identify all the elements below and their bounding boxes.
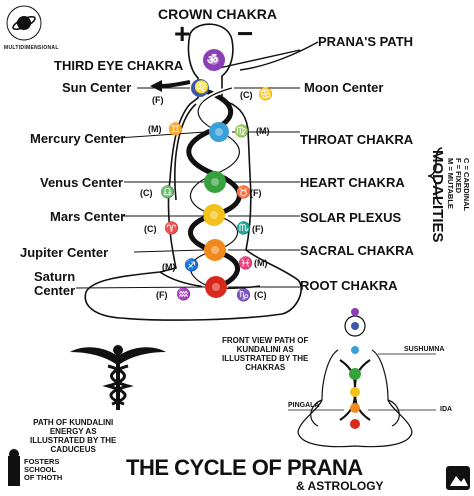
sun-center-label: Sun Center bbox=[62, 80, 132, 95]
saturn-center-mod: (F) bbox=[156, 290, 168, 300]
throat-chakra-label: THROAT CHAKRA bbox=[300, 132, 414, 147]
minus-sign: − bbox=[237, 18, 254, 49]
solar-glyph: ♏ bbox=[236, 221, 251, 235]
venus-center-mod: (C) bbox=[140, 188, 153, 198]
modality-cardinal: C = CARDINAL bbox=[462, 158, 471, 212]
pranas-path-label: PRANA'S PATH bbox=[318, 34, 414, 49]
image-icon[interactable] bbox=[446, 466, 470, 490]
pingala-label: PINGALA bbox=[288, 402, 320, 409]
crown-glyph: ॐ bbox=[207, 53, 218, 67]
logo-icon bbox=[6, 5, 42, 41]
mars-center-glyph: ♈ bbox=[164, 221, 179, 235]
sushumna-label: SUSHUMNA bbox=[404, 346, 445, 353]
front-view-line-1: FRONT VIEW PATH OF bbox=[222, 336, 309, 345]
main-title: THE CYCLE OF PRANA bbox=[126, 455, 363, 480]
venus-center-label: Venus Center bbox=[40, 175, 124, 190]
thoth-logo-icon bbox=[8, 449, 20, 486]
brace-icon bbox=[427, 147, 443, 205]
caduceus-caption: PATH OF KUNDALINI ENERGY AS ILLUSTRATED … bbox=[30, 418, 116, 454]
ida-label: IDA bbox=[440, 406, 453, 413]
logo-text: MULTIDIMENSIONAL bbox=[4, 45, 59, 51]
school-line-1: FOSTERS bbox=[24, 457, 60, 466]
sun-center-mod: (F) bbox=[152, 95, 164, 105]
root-mod: (C) bbox=[254, 290, 267, 300]
mercury-center-mod: (M) bbox=[148, 124, 162, 134]
saturn-center-name: Saturn Center bbox=[34, 269, 76, 298]
solar-mod: (F) bbox=[252, 224, 264, 234]
crown-chakra-icon bbox=[203, 49, 225, 71]
venus-center-glyph: ♎ bbox=[160, 185, 175, 199]
throat-mod: (M) bbox=[256, 126, 270, 136]
solar-plexus-label: SOLAR PLEXUS bbox=[300, 210, 402, 225]
sacral-chakra-icon bbox=[204, 239, 226, 261]
heart-mod: (F) bbox=[250, 188, 262, 198]
caduceus-line-1: PATH OF KUNDALINI bbox=[33, 418, 114, 427]
throat-chakra-icon bbox=[209, 122, 229, 142]
chakras bbox=[191, 49, 229, 298]
caduceus-line-2: ENERGY AS bbox=[49, 427, 97, 436]
modality-mutable: M = MUTABLE bbox=[446, 158, 455, 209]
mars-center-label: Mars Center bbox=[50, 209, 126, 224]
modalities-title: MODALITIES bbox=[429, 150, 446, 243]
arrow-left-icon bbox=[150, 80, 162, 92]
crown-chakra-label: CROWN CHAKRA bbox=[158, 6, 277, 22]
front-view-line-3: ILLUSTRATED BY THE bbox=[222, 354, 309, 363]
jupiter-center-label: Jupiter Center bbox=[20, 245, 109, 260]
leader-lines bbox=[75, 87, 300, 289]
jupiter-center-mod: (M) bbox=[162, 262, 176, 272]
mercury-center-glyph: ♊ bbox=[168, 122, 183, 136]
modality-fixed: F = FIXED bbox=[454, 158, 463, 194]
front-view-figure bbox=[288, 315, 436, 448]
root-chakra-icon bbox=[205, 276, 227, 298]
moon-center-mod: (C) bbox=[240, 90, 253, 100]
saturn-center-label: Saturn Center bbox=[34, 270, 80, 298]
saturn-center-glyph: ♒ bbox=[176, 287, 191, 301]
throat-glyph: ♍ bbox=[234, 124, 249, 138]
modalities-list: C = CARDINAL F = FIXED M = MUTABLE bbox=[446, 158, 471, 212]
heart-chakra-icon bbox=[204, 171, 226, 193]
moon-center-glyph: ♋ bbox=[258, 87, 273, 101]
moon-center-label: Moon Center bbox=[304, 80, 384, 95]
heart-glyph: ♉ bbox=[236, 185, 251, 199]
heart-chakra-label: HEART CHAKRA bbox=[300, 175, 405, 190]
third-eye-chakra-icon bbox=[191, 79, 209, 97]
caduceus-icon bbox=[70, 345, 166, 410]
mercury-center-label: Mercury Center bbox=[30, 131, 126, 146]
sacral-glyph: ♓ bbox=[238, 256, 253, 270]
school-name: FOSTERS SCHOOL OF THOTH bbox=[24, 458, 62, 482]
front-view-line-4: CHAKRAS bbox=[245, 363, 286, 372]
root-chakra-label: ROOT CHAKRA bbox=[300, 278, 398, 293]
solar-plexus-icon bbox=[203, 204, 225, 226]
pranas-path bbox=[209, 41, 319, 71]
school-line-3: OF THOTH bbox=[24, 473, 63, 482]
school-line-2: SCHOOL bbox=[24, 465, 57, 474]
front-view-line-2: KUNDALINI AS bbox=[236, 345, 294, 354]
front-view-chakras bbox=[349, 308, 361, 429]
root-glyph: ♑ bbox=[236, 288, 251, 302]
mars-center-mod: (C) bbox=[144, 224, 157, 234]
caduceus-line-3: ILLUSTRATED BY THE bbox=[30, 436, 117, 445]
third-eye-label: THIRD EYE CHAKRA bbox=[54, 58, 184, 73]
sacral-chakra-label: SACRAL CHAKRA bbox=[300, 243, 414, 258]
jupiter-center-glyph: ♐ bbox=[184, 258, 199, 272]
sun-center-glyph: ♌ bbox=[194, 80, 209, 94]
main-subtitle: & ASTROLOGY bbox=[296, 479, 384, 493]
front-view-caption: FRONT VIEW PATH OF KUNDALINI AS ILLUSTRA… bbox=[222, 336, 308, 372]
caduceus-line-4: CADUCEUS bbox=[50, 445, 96, 454]
plus-sign: + bbox=[174, 18, 191, 49]
sacral-mod: (M) bbox=[254, 258, 268, 268]
